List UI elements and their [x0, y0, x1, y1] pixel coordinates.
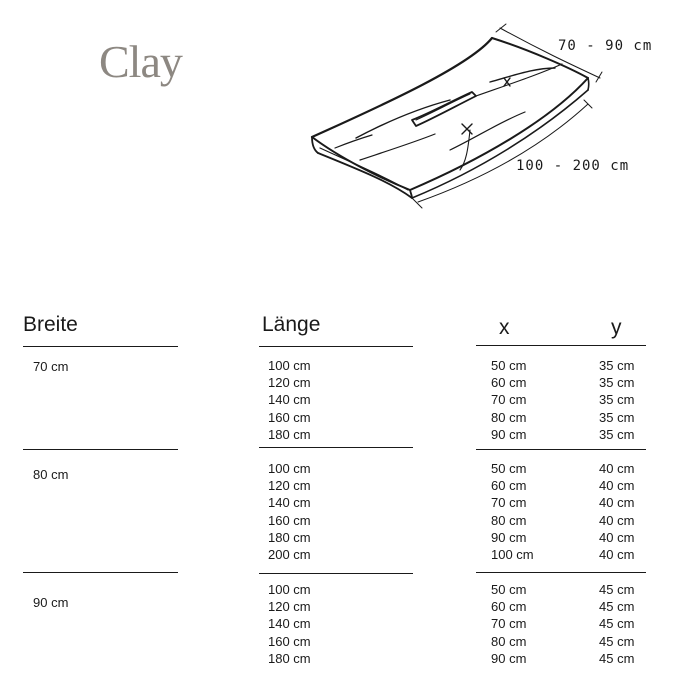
y-cell: 45 cm	[599, 582, 635, 597]
rule-breite-header	[23, 346, 178, 347]
x-cell: 70 cm	[491, 392, 527, 408]
x-cell: 50 cm	[491, 461, 527, 476]
x-cell: 50 cm	[491, 358, 527, 373]
laenge-list: 100 cm 120 cm 140 cm 160 cm 180 cm	[268, 357, 311, 443]
rule-group-1-laenge	[259, 447, 413, 448]
header-y: y	[611, 316, 622, 339]
rule-xy-header	[476, 345, 646, 346]
y-cell: 40 cm	[599, 512, 635, 528]
rule-group-2-breite	[23, 572, 178, 573]
x-cell: 80 cm	[491, 409, 527, 425]
length-range-label: 100 - 200 cm	[516, 158, 629, 174]
x-cell: 60 cm	[491, 599, 527, 615]
x-cell: 100 cm	[491, 547, 534, 563]
header-laenge: Länge	[262, 313, 321, 336]
y-cell: 45 cm	[599, 616, 635, 632]
x-cell: 80 cm	[491, 633, 527, 649]
y-list: 45 cm 45 cm 45 cm 45 cm 45 cm	[599, 581, 634, 667]
x-list: 50 cm 60 cm 70 cm 80 cm 90 cm 100 cm	[491, 460, 534, 563]
x-cell: 90 cm	[491, 650, 527, 666]
laenge-cell: 180 cm	[268, 650, 311, 666]
laenge-cell: 100 cm	[268, 461, 311, 476]
y-cell: 40 cm	[599, 461, 635, 476]
laenge-cell: 160 cm	[268, 633, 311, 649]
laenge-cell: 180 cm	[268, 426, 311, 442]
y-cell: 45 cm	[599, 633, 635, 649]
laenge-cell: 180 cm	[268, 529, 311, 545]
laenge-cell: 160 cm	[268, 512, 311, 528]
width-range-label: 70 - 90 cm	[558, 38, 652, 54]
laenge-cell: 140 cm	[268, 495, 311, 511]
laenge-cell: 100 cm	[268, 358, 311, 373]
x-cell: 80 cm	[491, 512, 527, 528]
y-cell: 35 cm	[599, 392, 635, 408]
y-cell: 35 cm	[599, 358, 635, 373]
laenge-cell: 120 cm	[268, 375, 311, 391]
y-cell: 35 cm	[599, 409, 635, 425]
x-cell: 60 cm	[491, 375, 527, 391]
y-cell: 35 cm	[599, 426, 635, 442]
rule-group-1-xy	[476, 449, 646, 450]
x-cell: 90 cm	[491, 529, 527, 545]
rule-group-2-laenge	[259, 573, 413, 574]
x-cell: 90 cm	[491, 426, 527, 442]
x-cell: 50 cm	[491, 582, 527, 597]
header-breite: Breite	[23, 313, 78, 336]
laenge-cell: 160 cm	[268, 409, 311, 425]
rule-group-2-xy	[476, 572, 646, 573]
rule-group-1-breite	[23, 449, 178, 450]
laenge-cell: 120 cm	[268, 478, 311, 494]
y-cell: 45 cm	[599, 599, 635, 615]
breite-value: 80 cm	[33, 467, 69, 482]
header-x: x	[499, 316, 510, 339]
y-cell: 40 cm	[599, 478, 635, 494]
x-list: 50 cm 60 cm 70 cm 80 cm 90 cm	[491, 357, 526, 443]
brand-logo: Clay	[99, 36, 183, 87]
y-list: 40 cm 40 cm 40 cm 40 cm 40 cm 40 cm	[599, 460, 634, 563]
laenge-cell: 120 cm	[268, 599, 311, 615]
laenge-cell: 200 cm	[268, 547, 311, 563]
y-cell: 40 cm	[599, 495, 635, 511]
x-cell: 60 cm	[491, 478, 527, 494]
laenge-list: 100 cm 120 cm 140 cm 160 cm 180 cm 200 c…	[268, 460, 311, 563]
y-cell: 40 cm	[599, 547, 635, 563]
laenge-cell: 140 cm	[268, 392, 311, 408]
breite-value: 70 cm	[33, 359, 69, 374]
y-cell: 45 cm	[599, 650, 635, 666]
y-cell: 35 cm	[599, 375, 635, 391]
y-cell: 40 cm	[599, 529, 635, 545]
rule-laenge-header	[259, 346, 413, 347]
laenge-list: 100 cm 120 cm 140 cm 160 cm 180 cm	[268, 581, 311, 667]
laenge-cell: 100 cm	[268, 582, 311, 597]
washbasin-sketch: 70 - 90 cm 100 - 200 cm	[310, 23, 652, 209]
x-list: 50 cm 60 cm 70 cm 80 cm 90 cm	[491, 581, 526, 667]
y-list: 35 cm 35 cm 35 cm 35 cm 35 cm	[599, 357, 634, 443]
x-cell: 70 cm	[491, 495, 527, 511]
breite-value: 90 cm	[33, 595, 69, 610]
x-cell: 70 cm	[491, 616, 527, 632]
laenge-cell: 140 cm	[268, 616, 311, 632]
